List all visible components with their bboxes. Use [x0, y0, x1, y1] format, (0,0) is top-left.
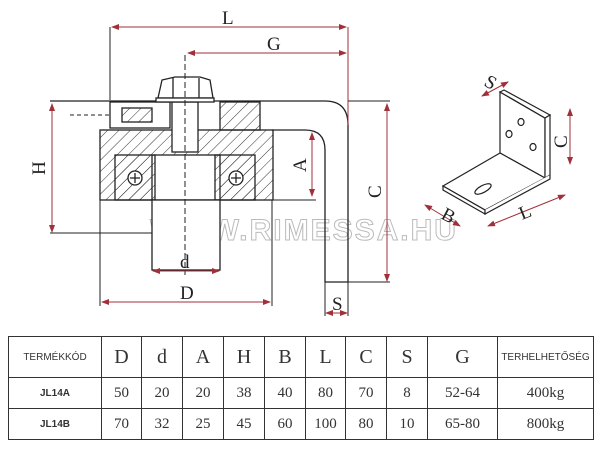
table-row: JL14B 70 32 25 45 60 100 80 10 65-80 800…	[8, 408, 594, 440]
table-cell: 20	[141, 377, 183, 409]
table-cell: 800kg	[497, 408, 594, 440]
iso-C-label: C	[551, 135, 572, 148]
header-cell: B	[264, 336, 306, 378]
iso-L-label: L	[516, 201, 535, 225]
bracket-isometric	[441, 89, 552, 216]
header-cell: D	[101, 336, 142, 378]
table-cell: 45	[223, 408, 265, 440]
header-cell: TERMÉKKÓD	[8, 336, 102, 378]
table-cell: 100	[305, 408, 346, 440]
dim-d-label: d	[180, 252, 190, 273]
header-cell: C	[345, 336, 387, 378]
table-cell: 80	[305, 377, 346, 409]
table-cell: 50	[101, 377, 142, 409]
table-cell: 8	[386, 377, 428, 409]
table-cell: JL14B	[8, 408, 102, 440]
dim-C-label: C	[365, 185, 386, 198]
dim-S-label: S	[332, 294, 343, 315]
dimension-labels: L G H A C d D S	[29, 8, 386, 315]
header-cell: d	[141, 336, 183, 378]
table-cell: 10	[386, 408, 428, 440]
table-cell: 70	[345, 377, 387, 409]
dim-G-label: G	[267, 34, 281, 55]
header-cell: S	[386, 336, 428, 378]
header-cell: A	[182, 336, 224, 378]
header-cell: TERHELHETŐSÉG	[497, 336, 594, 378]
table-cell: 38	[223, 377, 265, 409]
iso-S-label: S	[481, 71, 501, 94]
isometric-dimensions	[424, 81, 573, 227]
table-cell: 52-64	[427, 377, 498, 409]
technical-drawing: WWW.RIMESSA.HU	[29, 8, 573, 316]
table-header-row: TERMÉKKÓD D d A H B L C S G TERHELHETŐSÉ…	[8, 336, 594, 378]
table-cell: 70	[101, 408, 142, 440]
table-cell: 40	[264, 377, 306, 409]
dim-H-label: H	[29, 161, 50, 175]
header-cell: G	[427, 336, 498, 378]
dim-L-label: L	[222, 8, 234, 29]
table-cell: 400kg	[497, 377, 594, 409]
table-row: JL14A 50 20 20 38 40 80 70 8 52-64 400kg	[8, 377, 594, 409]
table-cell: 20	[182, 377, 224, 409]
specification-table: TERMÉKKÓD D d A H B L C S G TERHELHETŐSÉ…	[8, 336, 594, 440]
dim-D-label: D	[180, 283, 194, 304]
dim-A-label: A	[290, 158, 311, 172]
table-cell: 65-80	[427, 408, 498, 440]
header-cell: L	[305, 336, 346, 378]
table-cell: JL14A	[8, 377, 102, 409]
table-cell: 32	[141, 408, 183, 440]
table-cell: 25	[182, 408, 224, 440]
header-cell: H	[223, 336, 265, 378]
roller-section	[70, 55, 274, 275]
dimension-lines	[49, 24, 390, 316]
table-cell: 60	[264, 408, 306, 440]
table-cell: 80	[345, 408, 387, 440]
